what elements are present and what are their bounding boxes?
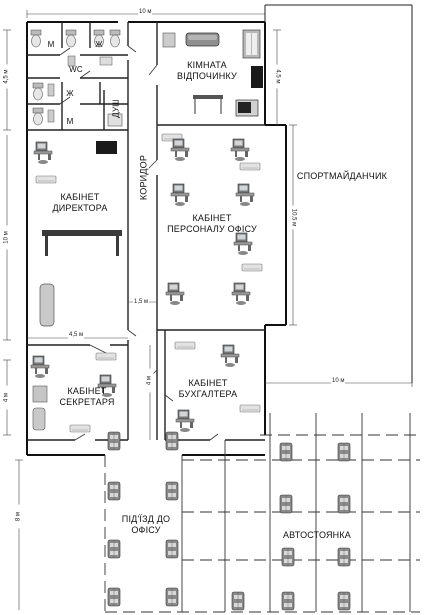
accountant-office-label-line2: БУХГАЛТЕРА xyxy=(178,389,238,399)
dim-director-height: 10 м xyxy=(3,225,11,250)
secretary-furniture xyxy=(30,352,117,433)
secretary-office-label: КАБІНЕТ СЕКРЕТАРЯ xyxy=(48,386,126,408)
wc-female-label-2: Ж xyxy=(66,89,74,98)
secretary-office-label-line1: КАБІНЕТ xyxy=(67,386,107,396)
accountant-office-label-line1: КАБІНЕТ xyxy=(188,378,228,388)
dim-top-width: 10 м xyxy=(138,9,153,16)
rest-room-label-line1: КІМНАТА xyxy=(187,60,227,70)
director-furniture xyxy=(33,141,122,327)
dim-entrance-height: 8 м xyxy=(15,504,23,529)
dim-rest-height: 4,5 м xyxy=(273,64,281,89)
wc-male-label-1: М xyxy=(47,40,55,49)
accountant-office-label: КАБІНЕТ БУХГАЛТЕРА xyxy=(168,378,248,400)
director-office-label: КАБІНЕТ ДИРЕКТОРА xyxy=(38,192,122,214)
dim-secretary-height: 4 м xyxy=(3,385,11,410)
sports-ground-boundary xyxy=(264,4,413,383)
staff-office-label-line2: ПЕРСОНАЛУ ОФІСУ xyxy=(167,224,257,234)
staff-office-label: КАБІНЕТ ПЕРСОНАЛУ ОФІСУ xyxy=(156,213,268,235)
rest-room-label-line2: ВІДПОЧИНКУ xyxy=(177,71,237,81)
dim-accountant-height: 4 м xyxy=(146,368,154,393)
corridor-label: КОРИДОР xyxy=(138,154,149,201)
rest-room-label: КІМНАТА ВІДПОЧИНКУ xyxy=(168,60,246,82)
dim-director-width: 4,5 м xyxy=(68,332,85,339)
parking-grid xyxy=(181,413,411,612)
director-office-label-line2: ДИРЕКТОРА xyxy=(52,203,108,213)
staff-office-label-line1: КАБІНЕТ xyxy=(192,213,232,223)
internal-walls xyxy=(27,22,265,441)
shower-label: ДУШ xyxy=(111,99,121,118)
dim-staff-height: 10,5 м xyxy=(289,205,297,230)
wc-female-label-1: Ж xyxy=(95,40,103,49)
entrance-label-line2: ОФІСУ xyxy=(131,525,161,535)
dimension-lines xyxy=(3,10,413,610)
entrance-label: ПІД'ЇЗД ДО ОФІСУ xyxy=(106,514,186,536)
sports-ground-label: СПОРТМАЙДАНЧИК xyxy=(296,171,388,181)
dim-parking-width: 10 м xyxy=(331,378,346,385)
wc-male-label-2: М xyxy=(66,117,74,126)
dim-corridor-width: 1,5 м xyxy=(133,299,150,306)
director-office-label-line1: КАБІНЕТ xyxy=(60,192,100,202)
building-walls xyxy=(26,21,287,456)
rest-room-furniture xyxy=(162,29,263,117)
secretary-office-label-line2: СЕКРЕТАРЯ xyxy=(59,397,115,407)
parking-label: АВТОСТОЯНКА xyxy=(282,530,352,540)
parking-grid-dashed xyxy=(104,434,420,613)
wc-fixtures xyxy=(30,29,123,127)
wc-label: WC xyxy=(69,65,83,74)
entrance-label-line1: ПІД'ЇЗД ДО xyxy=(121,514,171,524)
dim-wc-height: 4,5 м xyxy=(3,64,11,89)
